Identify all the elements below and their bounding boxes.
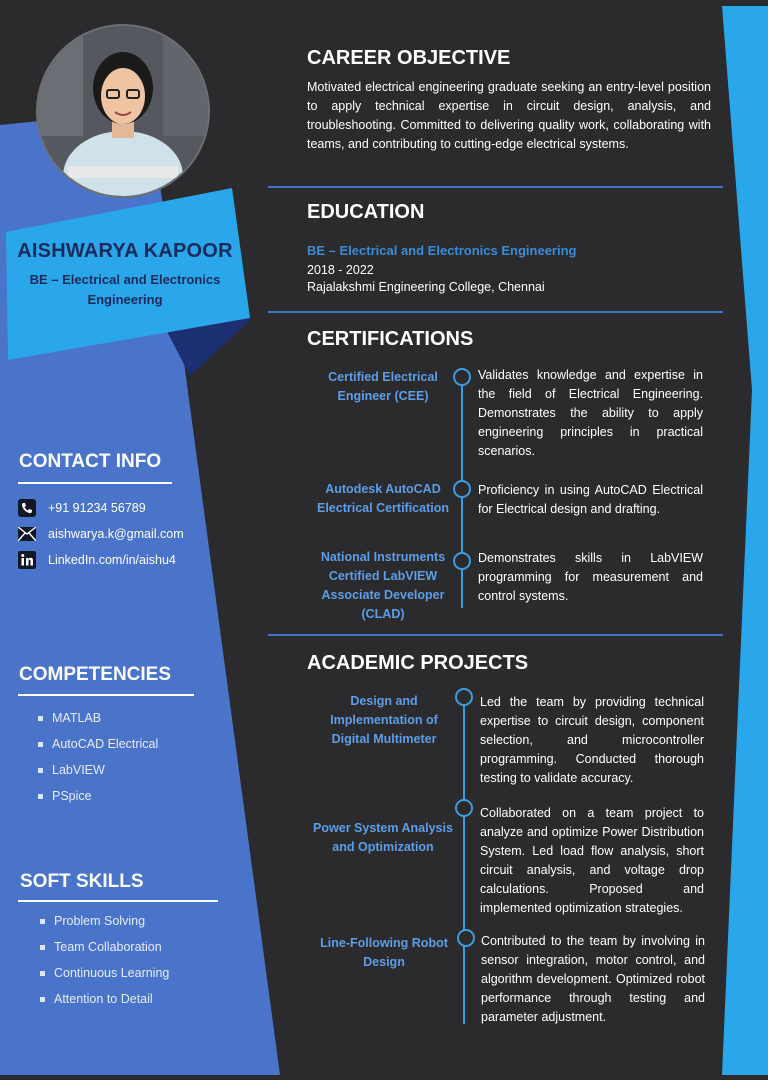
certification-title: Autodesk AutoCAD Electrical Certificatio… <box>317 482 449 515</box>
name-banner <box>6 188 250 360</box>
timeline-dot <box>453 552 471 570</box>
contact-heading: CONTACT INFO <box>19 451 162 472</box>
candidate-title: BE – Electrical and Electronics Engineer… <box>29 272 221 307</box>
email-icon <box>16 525 38 543</box>
education-years: 2018 - 2022 <box>307 263 374 277</box>
candidate-name: AISHWARYA KAPOOR <box>17 240 233 262</box>
section-divider <box>268 311 723 313</box>
education-heading: EDUCATION <box>307 201 425 223</box>
projects-heading: ACADEMIC PROJECTS <box>307 652 529 674</box>
list-item: AutoCAD Electrical <box>38 731 158 757</box>
right-stripe <box>722 6 768 1075</box>
certifications-heading: CERTIFICATIONS <box>307 328 474 350</box>
project-title: Design and Implementation of Digital Mul… <box>330 694 438 746</box>
list-item: MATLAB <box>38 705 158 731</box>
soft-skills-heading: SOFT SKILLS <box>20 871 144 892</box>
contact-divider <box>18 482 172 484</box>
project-title: Power System Analysis and Optimization <box>313 821 453 854</box>
timeline-dot <box>453 480 471 498</box>
timeline-dot <box>455 688 473 706</box>
phone-icon <box>16 499 38 517</box>
projects-timeline-line <box>463 696 465 1024</box>
soft-skills-divider <box>18 900 218 902</box>
list-item: Problem Solving <box>40 908 169 934</box>
section-divider <box>268 634 723 636</box>
education-degree: BE – Electrical and Electronics Engineer… <box>307 243 577 258</box>
sidebar-panel <box>0 110 280 1075</box>
list-item: LabVIEW <box>38 757 158 783</box>
timeline-dot <box>455 799 473 817</box>
contact-linkedin[interactable]: LinkedIn.com/in/aishu4 <box>16 550 176 570</box>
avatar-illustration <box>38 26 208 196</box>
list-item: Team Collaboration <box>40 934 169 960</box>
career-objective-text: Motivated electrical engineering graduat… <box>307 80 711 151</box>
certification-desc: Validates knowledge and expertise in the… <box>478 368 703 458</box>
contact-phone[interactable]: +91 91234 56789 <box>16 498 146 518</box>
education-college: Rajalakshmi Engineering College, Chennai <box>307 280 545 294</box>
timeline-dot <box>457 929 475 947</box>
project-desc: Contributed to the team by involving in … <box>481 934 705 1024</box>
competencies-heading: COMPETENCIES <box>19 664 172 685</box>
project-desc: Collaborated on a team project to analyz… <box>480 806 704 915</box>
phone-number: +91 91234 56789 <box>48 501 146 515</box>
list-item: Attention to Detail <box>40 986 169 1012</box>
career-objective-heading: CAREER OBJECTIVE <box>307 47 511 69</box>
certification-desc: Demonstrates skills in LabVIEW programmi… <box>478 551 703 603</box>
list-item: Continuous Learning <box>40 960 169 986</box>
linkedin-icon <box>16 551 38 569</box>
email-address: aishwarya.k@gmail.com <box>48 527 184 541</box>
competencies-list: MATLAB AutoCAD Electrical LabVIEW PSpice <box>38 705 158 809</box>
soft-skills-list: Problem Solving Team Collaboration Conti… <box>40 908 169 1012</box>
section-divider <box>268 186 723 188</box>
navy-accent <box>160 318 252 376</box>
timeline-dot <box>453 368 471 386</box>
list-item: PSpice <box>38 783 158 809</box>
linkedin-url: LinkedIn.com/in/aishu4 <box>48 553 176 567</box>
profile-photo <box>36 24 210 198</box>
certification-title: Certified Electrical Engineer (CEE) <box>328 370 438 403</box>
certification-desc: Proficiency in using AutoCAD Electrical … <box>478 483 703 516</box>
project-desc: Led the team by providing technical expe… <box>480 695 704 785</box>
competencies-divider <box>18 694 194 696</box>
contact-email[interactable]: aishwarya.k@gmail.com <box>16 524 184 544</box>
certification-title: National Instruments Certified LabVIEW A… <box>320 550 446 621</box>
project-title: Line-Following Robot Design <box>320 936 448 969</box>
